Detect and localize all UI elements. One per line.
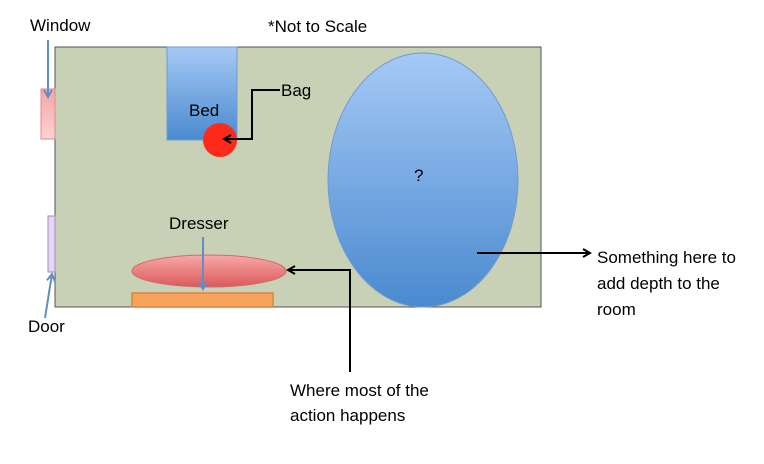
dresser — [131, 254, 287, 288]
bed-label: Bed — [189, 101, 219, 120]
action-annotation-line1: Where most of the — [290, 381, 429, 400]
action-arrow — [288, 270, 351, 372]
scale-note: *Not to Scale — [268, 17, 367, 36]
depth-annotation-line2: add depth to the — [597, 274, 720, 293]
unknown-object — [327, 52, 519, 308]
door-arrow — [44, 274, 52, 319]
dresser-base — [131, 292, 274, 308]
action-annotation-line2: action happens — [290, 406, 405, 425]
bag-arrow — [224, 89, 280, 139]
bag — [203, 123, 237, 157]
depth-annotation-line1: Something here to — [597, 248, 736, 267]
door-label: Door — [28, 317, 65, 336]
unknown-label: ? — [414, 166, 423, 185]
depth-annotation-line3: room — [597, 300, 636, 319]
dresser-label: Dresser — [169, 214, 229, 233]
window-label: Window — [30, 16, 91, 35]
bag-label: Bag — [281, 81, 311, 100]
door — [47, 215, 56, 273]
